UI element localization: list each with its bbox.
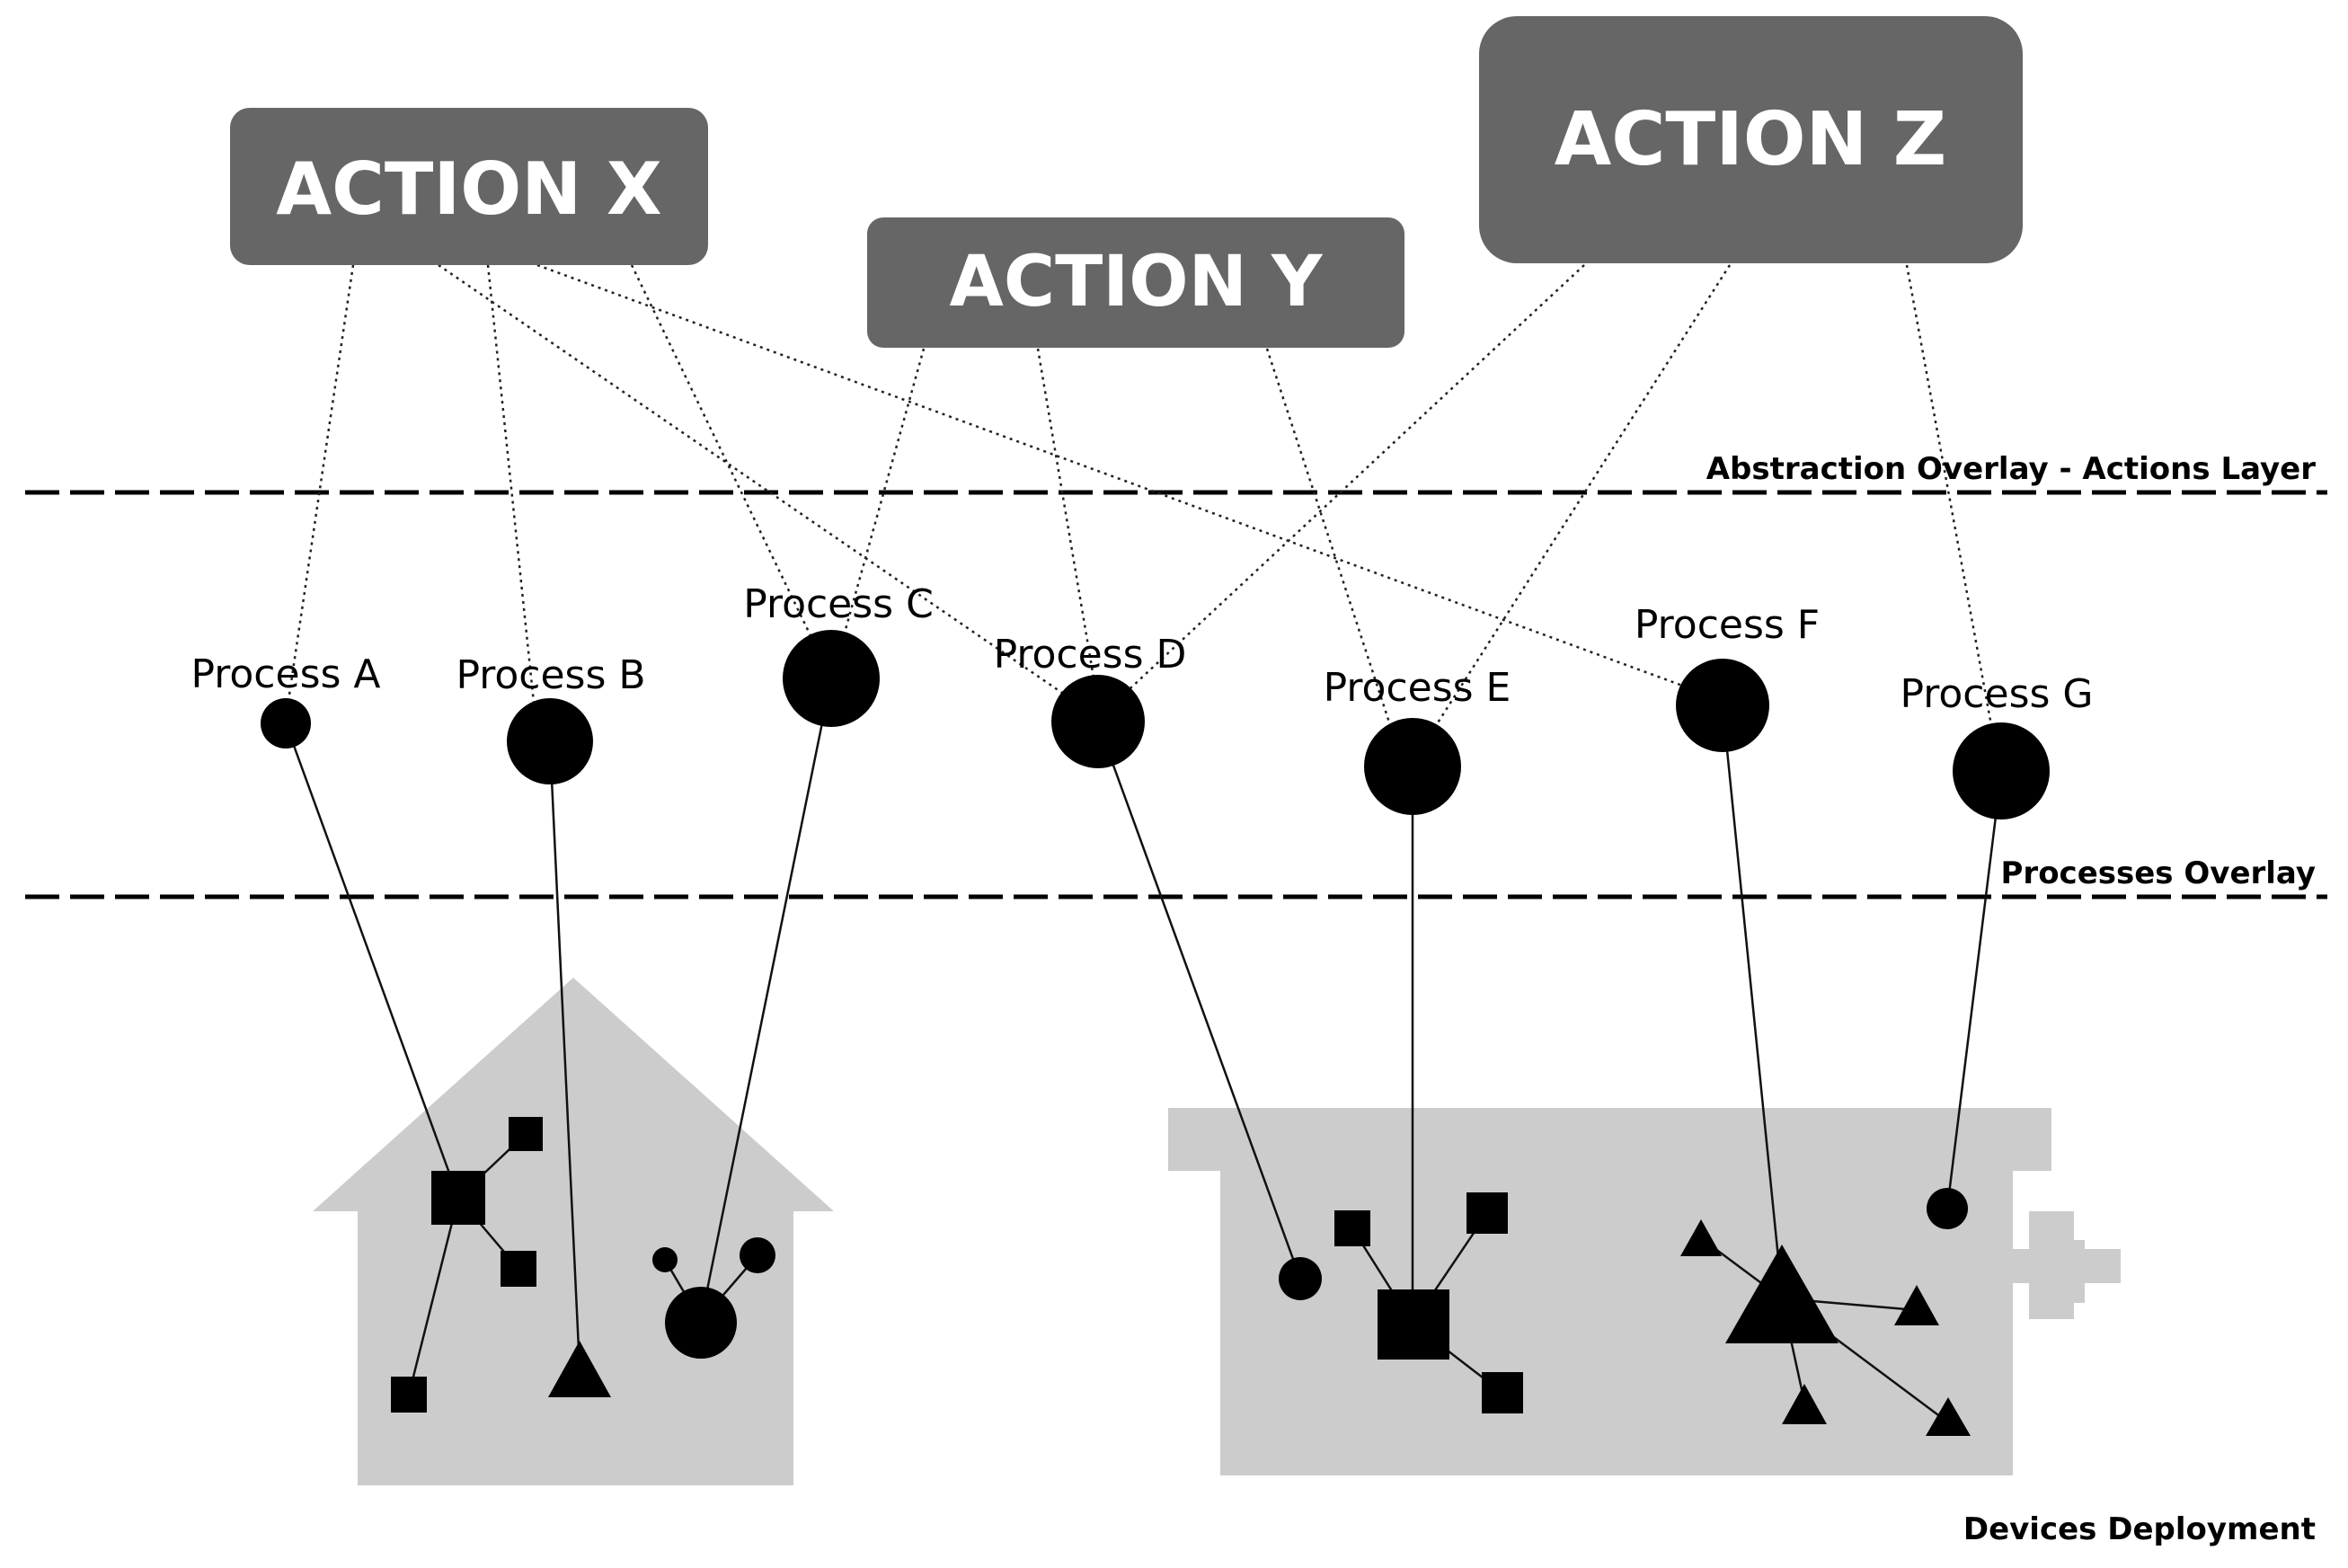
house-square-node — [509, 1117, 543, 1151]
process-g-node — [1953, 722, 2050, 819]
process-d-node — [1051, 675, 1145, 768]
link-d-box-circle — [1096, 722, 1302, 1280]
action-y-box: ACTION Y — [867, 217, 1404, 348]
link-y-e — [1265, 348, 1393, 729]
house-edge — [407, 1197, 460, 1395]
link-y-d — [1036, 348, 1096, 684]
house-triangle-node — [548, 1341, 611, 1397]
house-topology — [391, 1117, 775, 1413]
devices-layer — [313, 978, 2121, 1485]
action-x-box: ACTION X — [230, 108, 708, 265]
link-z-d — [1118, 264, 1585, 700]
link-x-a — [284, 264, 355, 720]
house-hub-square — [431, 1171, 485, 1225]
process-d: Process D — [994, 632, 1187, 768]
box-circle-node — [1927, 1188, 1968, 1229]
process-d-label: Process D — [994, 632, 1187, 678]
actions-layer-label: Abstraction Overlay - Actions Layer — [1706, 451, 2317, 487]
action-z-box: ACTION Z — [1479, 16, 2023, 263]
box-square-node — [1482, 1372, 1523, 1413]
link-b-house-triangle — [548, 740, 581, 1369]
box-hub-square — [1378, 1289, 1449, 1360]
process-device-links — [284, 678, 2003, 1369]
process-a: Process A — [191, 651, 381, 749]
action-process-links — [284, 263, 1995, 738]
link-a-house-square — [284, 722, 460, 1199]
process-b-label: Process B — [456, 652, 645, 698]
link-y-c — [838, 348, 926, 650]
link-z-g — [1905, 264, 1995, 736]
link-x-c — [630, 264, 833, 679]
box-square-node — [1466, 1192, 1508, 1234]
process-e: Process E — [1324, 665, 1511, 815]
process-f-label: Process F — [1635, 602, 1820, 648]
processes-layer-label: Processes Overlay — [2001, 855, 2316, 891]
box-triangle-node — [1894, 1285, 1939, 1325]
process-e-label: Process E — [1324, 665, 1511, 711]
house-square-node — [501, 1251, 536, 1287]
process-f-node — [1676, 659, 1769, 752]
process-c-node — [783, 630, 880, 727]
process-g-label: Process G — [1901, 671, 2094, 717]
process-b: Process B — [456, 652, 646, 784]
process-e-node — [1364, 718, 1461, 815]
process-a-node — [261, 698, 311, 749]
box-circle-node — [1279, 1257, 1322, 1300]
box-hub-triangle — [1725, 1245, 1839, 1343]
house-circle-node — [652, 1247, 678, 1272]
link-x-d — [438, 263, 1075, 703]
process-c: Process C — [743, 581, 934, 727]
house-square-node — [391, 1377, 427, 1413]
house-hub-circle — [665, 1287, 737, 1359]
process-f: Process F — [1635, 602, 1820, 752]
process-c-label: Process C — [743, 581, 934, 627]
link-x-f — [536, 263, 1713, 698]
action-y-label: ACTION Y — [949, 242, 1324, 323]
link-f-box-triangle — [1721, 704, 1784, 1295]
box-triangle-node — [1926, 1397, 1971, 1436]
process-a-label: Process A — [191, 651, 381, 697]
box-triangle-node — [1680, 1219, 1722, 1256]
box-triangle-node — [1782, 1384, 1827, 1424]
house-circle-node — [740, 1237, 775, 1273]
action-z-label: ACTION Z — [1555, 97, 1946, 182]
process-b-node — [507, 698, 593, 784]
devices-layer-label: Devices Deployment — [1963, 1511, 2316, 1547]
box-device — [1168, 1108, 2121, 1475]
link-c-house-circle — [699, 678, 833, 1322]
box-square-node — [1334, 1210, 1370, 1246]
box-topology — [1279, 1188, 1971, 1436]
process-g: Process G — [1901, 671, 2094, 819]
action-x-label: ACTION X — [276, 147, 661, 231]
link-g-box-circle — [1945, 772, 2003, 1209]
